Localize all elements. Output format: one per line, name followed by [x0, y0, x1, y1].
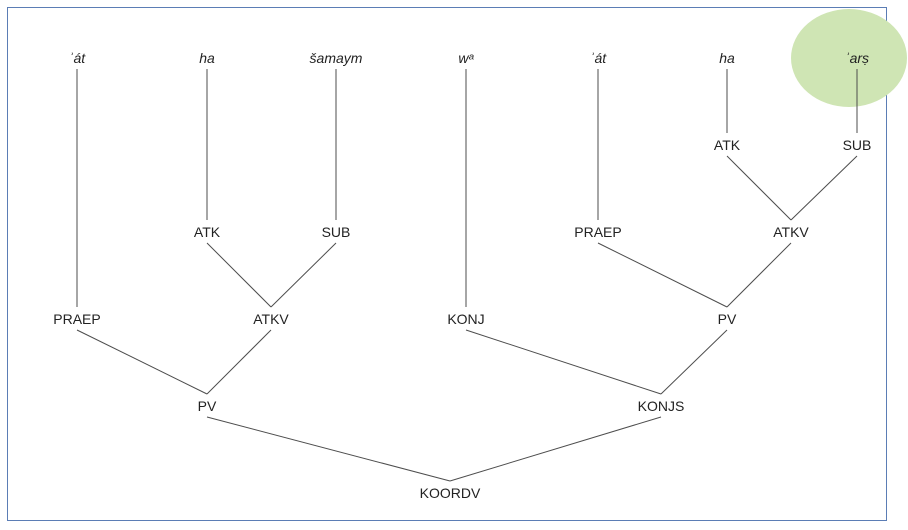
- edge-atk2-atkv2: [726, 155, 792, 221]
- node-atkv2: ATKV: [773, 224, 809, 240]
- node-sub2: SUB: [843, 137, 872, 153]
- word-node-w6: ha: [719, 50, 735, 66]
- node-atkv1: ATKV: [253, 311, 289, 327]
- node-pv2: PV: [718, 311, 737, 327]
- node-praep1: PRAEP: [53, 311, 100, 327]
- node-pv1: PV: [198, 398, 217, 414]
- node-konj: KONJ: [447, 311, 484, 327]
- node-praep2: PRAEP: [574, 224, 621, 240]
- edge-atk1-atkv1: [206, 242, 272, 308]
- edge-praep2-pv2: [597, 242, 728, 308]
- node-konjs: KONJS: [638, 398, 685, 414]
- node-sub1: SUB: [322, 224, 351, 240]
- edge-konj-konjs: [465, 329, 662, 395]
- edge-pv2-konjs: [660, 329, 728, 395]
- word-node-w5: ʾát: [590, 50, 607, 66]
- word-node-w2: ha: [199, 50, 215, 66]
- edge-atkv1-pv1: [206, 329, 272, 395]
- edge-sub2-atkv2: [790, 155, 858, 221]
- word-node-w4: wᵃ: [458, 50, 474, 66]
- edge-praep1-pv1: [76, 329, 208, 395]
- word-node-w3: šamaym: [310, 50, 363, 66]
- node-atk1: ATK: [194, 224, 221, 240]
- word-node-w7: ʾarṣ: [845, 50, 869, 66]
- diagram-frame: [7, 7, 887, 521]
- edge-pv1-koordv: [206, 416, 451, 482]
- word-node-w1: ʾát: [69, 50, 86, 66]
- edge-konjs-koordv: [449, 416, 662, 482]
- node-atk2: ATK: [714, 137, 741, 153]
- edge-sub1-atkv1: [270, 242, 337, 308]
- node-koordv: KOORDV: [420, 485, 481, 501]
- edge-atkv2-pv2: [726, 242, 792, 308]
- highlight-circle: [791, 9, 907, 107]
